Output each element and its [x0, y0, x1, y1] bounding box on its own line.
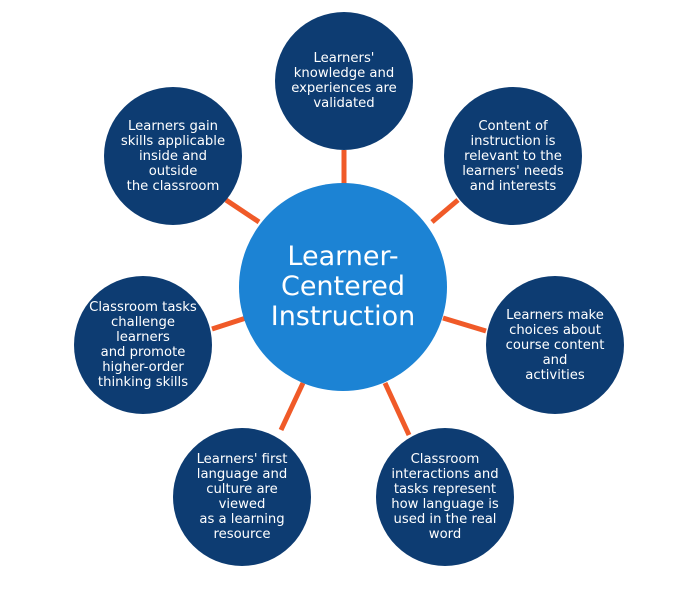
- connector-bottom-left: [278, 381, 306, 432]
- node-real-world-interactions: Classroom interactions and tasks represe…: [376, 428, 514, 566]
- node-label: Content of instruction is relevant to th…: [462, 118, 564, 194]
- node-label: Learners make choices about course conte…: [505, 307, 605, 383]
- node-content-relevant: Content of instruction is relevant to th…: [444, 87, 582, 225]
- connector-right: [442, 315, 487, 334]
- connector-bottom-right: [382, 381, 412, 437]
- node-label: Classroom interactions and tasks represe…: [391, 452, 499, 542]
- node-skills-applicable: Learners gain skills applicable inside a…: [104, 87, 242, 225]
- center-title: Learner- Centered Instruction: [270, 241, 416, 332]
- node-label: Learners' knowledge and experiences are …: [291, 51, 397, 111]
- connector-top-left: [224, 197, 261, 225]
- node-first-language-resource: Learners' first language and culture are…: [173, 428, 311, 566]
- node-learner-choices: Learners make choices about course conte…: [486, 276, 624, 414]
- node-label: Learners' first language and culture are…: [196, 452, 288, 542]
- center-node: Learner- Centered Instruction: [239, 183, 447, 391]
- node-label: Classroom tasks challenge learners and p…: [89, 300, 197, 390]
- node-higher-order-thinking: Classroom tasks challenge learners and p…: [74, 276, 212, 414]
- connector-top-right: [430, 198, 460, 224]
- node-label: Learners gain skills applicable inside a…: [120, 118, 226, 194]
- node-knowledge-validated: Learners' knowledge and experiences are …: [275, 12, 413, 150]
- connector-left: [211, 315, 247, 332]
